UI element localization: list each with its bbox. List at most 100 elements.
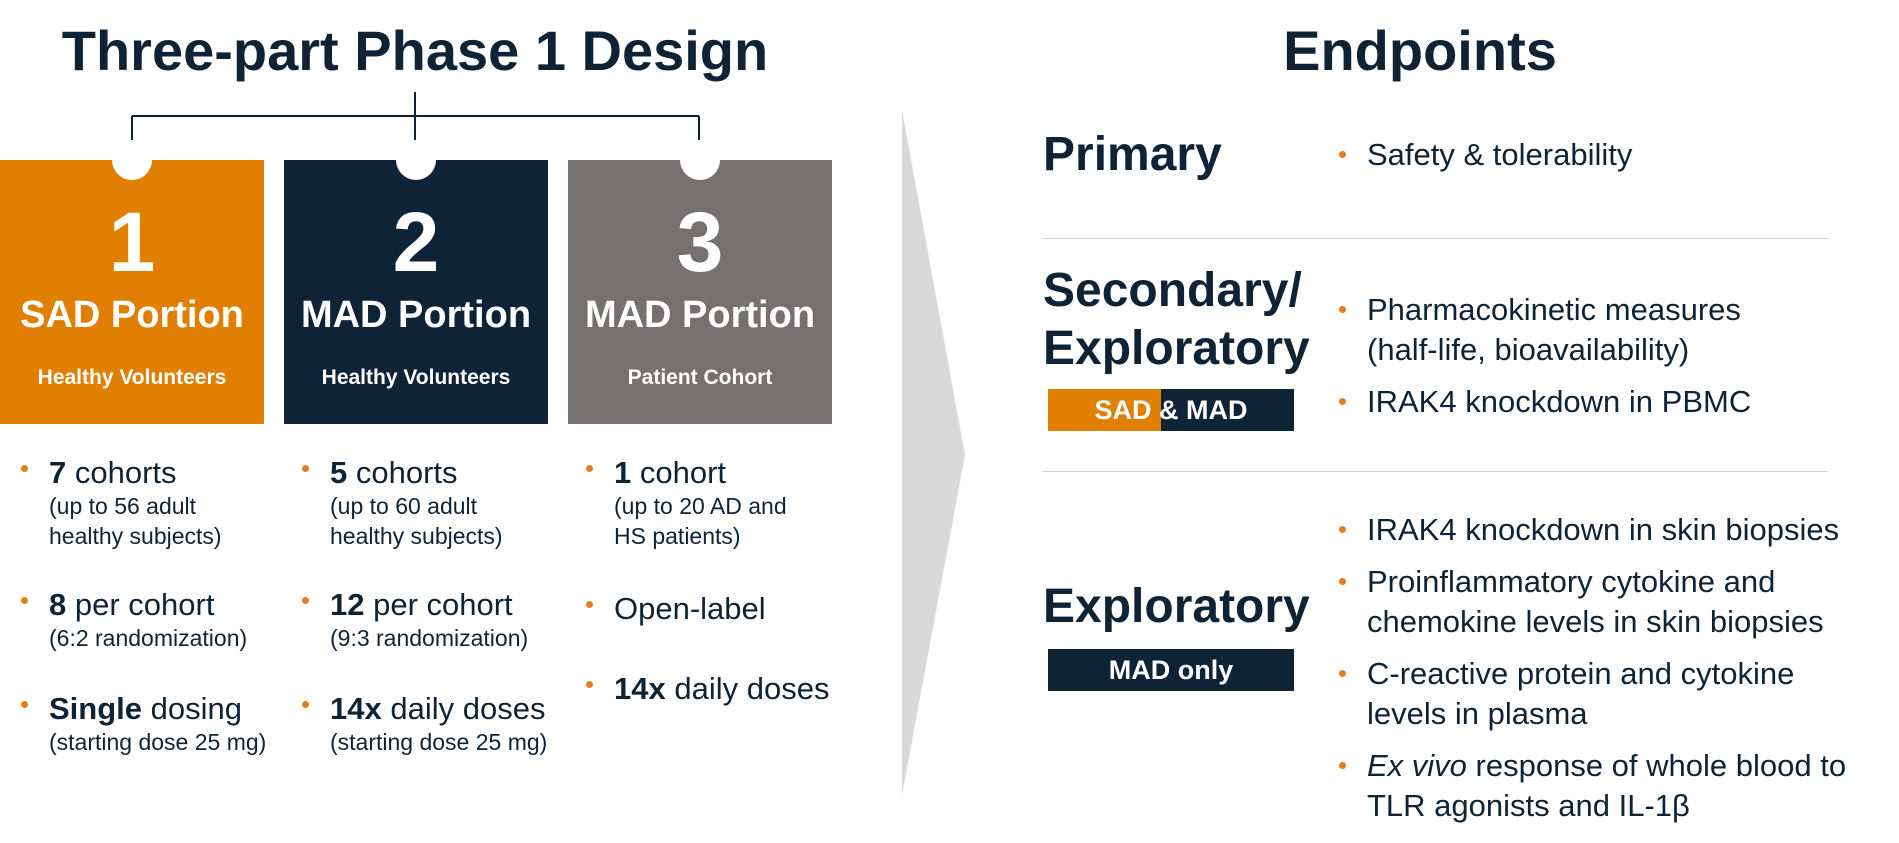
bullet-icon xyxy=(1339,578,1346,585)
bullet-text: per cohort xyxy=(66,587,215,622)
bullet-bold: Single xyxy=(49,691,143,726)
part-2-details: 5 cohorts (up to 60 adult healthy subjec… xyxy=(302,455,562,757)
bullet-icon xyxy=(1339,306,1346,313)
bullet-bold: 14x xyxy=(330,691,382,726)
part-3-box: 3 MAD Portion Patient Cohort xyxy=(568,140,832,424)
bullet-icon xyxy=(586,465,593,472)
box-notch xyxy=(112,140,152,180)
part-2-box: 2 MAD Portion Healthy Volunteers xyxy=(284,140,548,424)
bullet-detail: (starting dose 25 mg) xyxy=(49,729,267,755)
bullet-text: Open-label xyxy=(614,591,766,626)
list-item: 14x daily doses (starting dose 25 mg) xyxy=(302,691,562,757)
endpoint-text: Proinflammatory cytokine and chemokine l… xyxy=(1367,564,1824,639)
divider xyxy=(1043,471,1828,472)
part-subtitle: Patient Cohort xyxy=(627,366,773,389)
design-title: Three-part Phase 1 Design xyxy=(61,19,769,82)
endpoint-text: IRAK4 knockdown in PBMC xyxy=(1367,384,1752,419)
bullet-detail: (6:2 randomization) xyxy=(49,625,248,651)
bullet-icon xyxy=(302,597,309,604)
list-item: 12 per cohort (9:3 randomization) xyxy=(302,587,562,653)
bullet-detail: (up to 20 AD and HS patients) xyxy=(614,493,787,549)
part-number: 3 xyxy=(676,195,724,289)
bullet-detail: (starting dose 25 mg) xyxy=(330,729,548,755)
tag-text: SAD xyxy=(1094,395,1152,425)
mad-only-tag: MAD only xyxy=(1048,649,1294,691)
list-item: 8 per cohort (6:2 randomization) xyxy=(21,587,281,653)
list-item: 5 cohorts (up to 60 adult healthy subjec… xyxy=(302,455,562,551)
part-portion: SAD Portion xyxy=(20,294,244,336)
exploratory-list: IRAK4 knockdown in skin biopsies Proinfl… xyxy=(1339,510,1899,826)
exploratory-label: Exploratory xyxy=(1043,580,1310,633)
endpoint-text: Safety & tolerability xyxy=(1367,137,1633,172)
endpoint-text: IRAK4 knockdown in skin biopsies xyxy=(1367,512,1840,547)
bullet-icon xyxy=(302,465,309,472)
bullet-icon xyxy=(21,465,28,472)
bullet-bold: 7 xyxy=(49,455,67,490)
bullet-bold: 1 xyxy=(614,455,632,490)
bullet-text: dosing xyxy=(142,691,242,726)
bullet-text: cohorts xyxy=(347,455,458,490)
bullet-bold: 12 xyxy=(330,587,365,622)
primary-label: Primary xyxy=(1043,128,1222,181)
bullet-icon xyxy=(1339,526,1346,533)
list-item: 7 cohorts (up to 56 adult healthy subjec… xyxy=(21,455,281,551)
part-number: 1 xyxy=(108,195,156,289)
secondary-label-line: Secondary/ xyxy=(1043,264,1302,317)
part-1-details: 7 cohorts (up to 56 adult healthy subjec… xyxy=(21,455,281,757)
endpoint-italic-text: Ex vivo xyxy=(1367,748,1467,783)
secondary-list: Pharmacokinetic measures (half-life, bio… xyxy=(1339,290,1899,422)
primary-list: Safety & tolerability xyxy=(1339,135,1899,175)
bullet-text: per cohort xyxy=(364,587,513,622)
bullet-text: cohort xyxy=(631,455,727,490)
bullet-icon xyxy=(1339,670,1346,677)
bullet-bold: 14x xyxy=(614,671,666,706)
part-1-box: 1 SAD Portion Healthy Volunteers xyxy=(0,140,264,424)
box-notch xyxy=(396,140,436,180)
bullet-icon xyxy=(1339,151,1346,158)
list-item: Open-label xyxy=(586,591,846,627)
list-item: Ex vivo response of whole blood to TLR a… xyxy=(1339,746,1899,826)
bullet-icon xyxy=(21,701,28,708)
divider xyxy=(1043,238,1828,239)
bullet-icon xyxy=(21,597,28,604)
bullet-icon xyxy=(1339,398,1346,405)
part-3-details: 1 cohort (up to 20 AD and HS patients) O… xyxy=(586,455,846,707)
secondary-label-line: Exploratory xyxy=(1043,322,1310,375)
list-item: C-reactive protein and cytokine levels i… xyxy=(1339,654,1899,734)
list-item: Safety & tolerability xyxy=(1339,135,1899,175)
endpoint-text: Pharmacokinetic measures (half-life, bio… xyxy=(1367,292,1741,367)
part-portion: MAD Portion xyxy=(300,294,532,336)
bullet-icon xyxy=(586,601,593,608)
tag-text: & xyxy=(1159,395,1179,425)
bullet-text: daily doses xyxy=(665,671,830,706)
endpoints-title: Endpoints xyxy=(1283,19,1557,82)
box-notch xyxy=(680,140,720,180)
part-subtitle: Healthy Volunteers xyxy=(321,366,511,389)
bullet-text: cohorts xyxy=(66,455,177,490)
list-item: Pharmacokinetic measures (half-life, bio… xyxy=(1339,290,1899,370)
endpoint-text: C-reactive protein and cytokine levels i… xyxy=(1367,656,1795,731)
sad-mad-tag: SAD & MAD xyxy=(1048,389,1294,431)
list-item: IRAK4 knockdown in skin biopsies xyxy=(1339,510,1899,550)
secondary-label: Secondary/ Exploratory xyxy=(1043,262,1310,378)
chevron-arrow-icon xyxy=(902,110,965,795)
bullet-detail: (9:3 randomization) xyxy=(330,625,529,651)
list-item: Single dosing (starting dose 25 mg) xyxy=(21,691,281,757)
endpoint-text: response of whole blood to TLR agonists … xyxy=(1367,748,1847,823)
bullet-bold: 8 xyxy=(49,587,67,622)
bullet-icon xyxy=(1339,762,1346,769)
bullet-text: daily doses xyxy=(381,691,546,726)
list-item: Proinflammatory cytokine and chemokine l… xyxy=(1339,562,1899,642)
bullet-icon xyxy=(302,701,309,708)
list-item: IRAK4 knockdown in PBMC xyxy=(1339,382,1899,422)
bullet-detail: (up to 56 adult healthy subjects) xyxy=(49,493,222,549)
bullet-detail: (up to 60 adult healthy subjects) xyxy=(330,493,503,549)
bullet-icon xyxy=(586,681,593,688)
part-number: 2 xyxy=(392,195,440,289)
bullet-bold: 5 xyxy=(330,455,348,490)
list-item: 1 cohort (up to 20 AD and HS patients) xyxy=(586,455,846,551)
part-portion: MAD Portion xyxy=(584,294,816,336)
list-item: 14x daily doses xyxy=(586,671,846,707)
part-subtitle: Healthy Volunteers xyxy=(37,366,227,389)
